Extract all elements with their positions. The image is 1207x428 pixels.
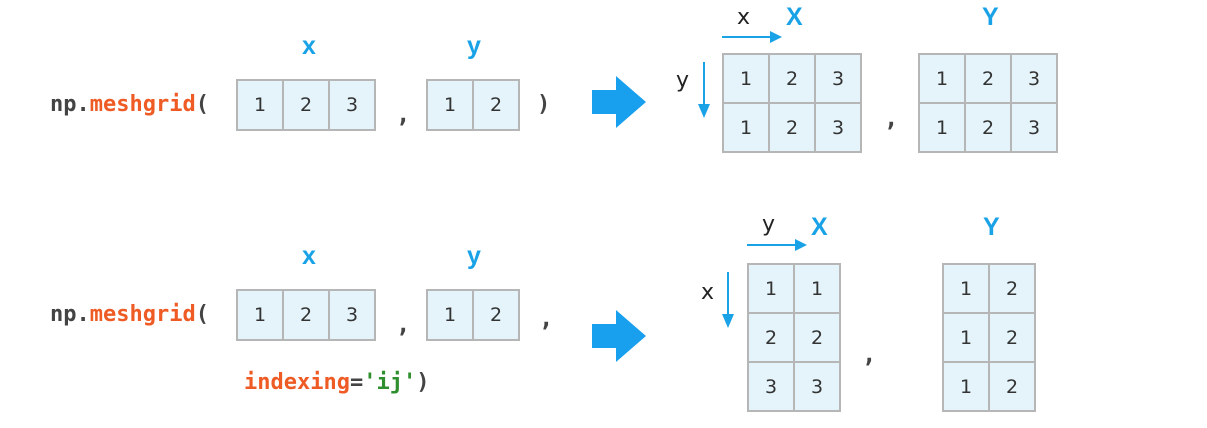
arrow-right-small-icon — [747, 239, 807, 251]
grid-cell: 2 — [988, 263, 1036, 314]
grid-cell: 3 — [814, 102, 862, 153]
grid-cell: 2 — [988, 361, 1036, 412]
y-vector-cell: 1 — [426, 79, 474, 131]
code-paren-close: ) — [537, 92, 551, 117]
kwarg-value: 'ij' — [363, 370, 417, 395]
axis-label-horizontal: x — [737, 5, 751, 30]
arg-comma: , — [396, 310, 411, 338]
arrow-right-small-icon — [722, 31, 782, 43]
Y-result-grid: 1 2 3 1 2 3 — [918, 53, 1058, 153]
grid-cell: 1 — [942, 361, 990, 412]
code-meshgrid-call-1: np.meshgrid( — [50, 90, 209, 120]
axis-label-vertical: y — [676, 68, 690, 93]
grid-cell: 3 — [1010, 53, 1058, 104]
code-fn-name: meshgrid — [89, 302, 196, 327]
Y-result-title: Y — [983, 213, 1000, 241]
grid-cell: 3 — [747, 361, 795, 412]
arg-comma: , — [396, 100, 411, 128]
grid-cell: 2 — [964, 53, 1012, 104]
grid-cell: 1 — [747, 263, 795, 314]
code-np-prefix: np. — [50, 92, 90, 117]
result-comma: , — [884, 104, 899, 132]
x-vector-cell: 3 — [328, 79, 376, 131]
x-vector-cell: 2 — [282, 79, 330, 131]
X-result-title: X — [811, 213, 828, 241]
y-vector-cell: 2 — [472, 79, 520, 131]
kwarg-name: indexing — [244, 370, 350, 395]
grid-cell: 3 — [814, 53, 862, 104]
result-comma: , — [862, 340, 877, 368]
y-vector: 1 2 — [426, 79, 520, 131]
arg-comma-2: , — [539, 304, 554, 332]
grid-cell: 3 — [1010, 102, 1058, 153]
x-vector: 1 2 3 — [236, 289, 376, 341]
x-vector-label: x — [302, 242, 316, 270]
x-vector-label: x — [302, 32, 316, 60]
x-vector-cell: 2 — [282, 289, 330, 341]
grid-cell: 3 — [793, 361, 841, 412]
grid-cell: 2 — [768, 53, 816, 104]
x-vector-cell: 1 — [236, 79, 284, 131]
grid-cell: 2 — [964, 102, 1012, 153]
code-np-prefix: np. — [50, 302, 90, 327]
code-paren-close: ) — [416, 370, 430, 395]
y-vector-cell: 2 — [472, 289, 520, 341]
grid-cell: 1 — [942, 312, 990, 363]
arrow-right-icon — [592, 310, 646, 362]
Y-result-title: Y — [982, 3, 999, 31]
axis-label-horizontal: y — [762, 212, 776, 237]
grid-cell: 1 — [722, 102, 770, 153]
x-vector-cell: 3 — [328, 289, 376, 341]
y-vector-cell: 1 — [426, 289, 474, 341]
code-paren-open: ( — [195, 302, 209, 327]
kwarg-equals: = — [349, 370, 364, 395]
code-fn-name: meshgrid — [89, 92, 196, 117]
Y-result-grid: 1 2 1 2 1 2 — [942, 263, 1036, 412]
grid-cell: 2 — [768, 102, 816, 153]
y-vector-label: y — [467, 242, 481, 270]
X-result-grid: 1 1 2 2 3 3 — [747, 263, 841, 412]
x-vector-cell: 1 — [236, 289, 284, 341]
grid-cell: 1 — [942, 263, 990, 314]
code-meshgrid-call-2: np.meshgrid( — [50, 300, 209, 330]
arrow-down-small-icon — [722, 272, 734, 328]
x-vector: 1 2 3 — [236, 79, 376, 131]
y-vector: 1 2 — [426, 289, 520, 341]
y-vector-label: y — [467, 32, 481, 60]
arrow-down-small-icon — [698, 62, 710, 118]
code-indexing-kwarg: indexing='ij') — [244, 368, 429, 398]
X-result-title: X — [786, 3, 803, 31]
grid-cell: 2 — [988, 312, 1036, 363]
grid-cell: 1 — [918, 102, 966, 153]
code-paren-open: ( — [195, 92, 209, 117]
grid-cell: 1 — [918, 53, 966, 104]
grid-cell: 2 — [747, 312, 795, 363]
grid-cell: 2 — [793, 312, 841, 363]
arrow-right-icon — [592, 76, 646, 128]
axis-label-vertical: x — [701, 280, 715, 305]
grid-cell: 1 — [793, 263, 841, 314]
X-result-grid: 1 2 3 1 2 3 — [722, 53, 862, 153]
grid-cell: 1 — [722, 53, 770, 104]
